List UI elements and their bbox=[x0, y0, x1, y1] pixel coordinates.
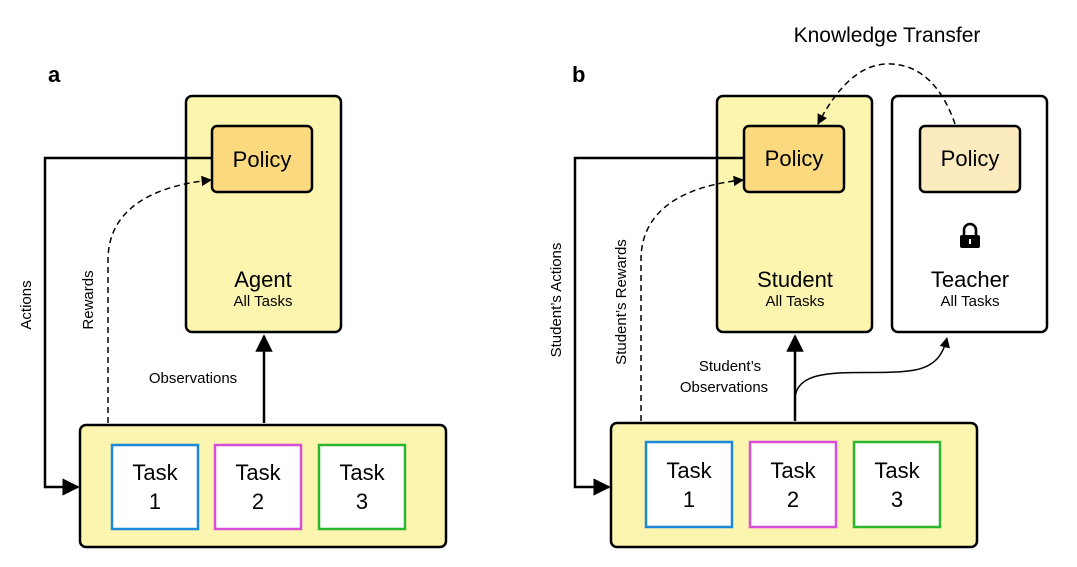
student-actions-arrow bbox=[573, 156, 744, 496]
teacher-policy-label: Policy bbox=[941, 146, 1000, 171]
panel-b-label: b bbox=[572, 62, 585, 87]
lock-icon bbox=[960, 222, 980, 248]
panel-b: b Knowledge Transfer Policy Student All … bbox=[548, 24, 1049, 549]
student-policy-label: Policy bbox=[765, 146, 824, 171]
task-3-box bbox=[852, 440, 942, 529]
actions-arrow bbox=[43, 156, 212, 496]
task-1-box bbox=[644, 440, 734, 529]
task-2-num: 2 bbox=[252, 489, 264, 514]
teacher-title: Teacher bbox=[931, 267, 1009, 292]
task-1-name: Task bbox=[132, 460, 178, 485]
actions-label: Actions bbox=[18, 280, 35, 329]
task-3-num: 3 bbox=[356, 489, 368, 514]
task-1-box bbox=[110, 443, 200, 531]
task-1-num: 1 bbox=[149, 489, 161, 514]
task-1-num: 1 bbox=[683, 487, 695, 512]
student-actions-label: Student’s Actions bbox=[548, 243, 565, 358]
panel-a: a Policy Agent All Tasks Task 1 Task 2 T… bbox=[18, 62, 448, 549]
observations-label: Observations bbox=[149, 370, 237, 387]
rewards-arrow bbox=[107, 175, 213, 423]
student-observations-label-1: Student’s bbox=[699, 358, 761, 375]
student-rewards-arrow bbox=[640, 175, 745, 421]
task-2-name: Task bbox=[235, 460, 281, 485]
task-2-box bbox=[748, 440, 838, 529]
student-rewards-label: Student’s Rewards bbox=[613, 239, 630, 365]
task-2-name: Task bbox=[770, 458, 816, 483]
teacher-policy-box bbox=[918, 124, 1022, 194]
student-title: Student bbox=[757, 267, 833, 292]
panel-a-label: a bbox=[48, 62, 61, 87]
agent-policy-label: Policy bbox=[233, 147, 292, 172]
agent-title: Agent bbox=[234, 267, 292, 292]
teacher-observations-arrow bbox=[794, 336, 950, 401]
task-3-name: Task bbox=[874, 458, 920, 483]
task-3-name: Task bbox=[339, 460, 385, 485]
teacher-subtitle: All Tasks bbox=[941, 293, 1000, 310]
knowledge-transfer-arrow bbox=[817, 63, 956, 125]
task-2-num: 2 bbox=[787, 487, 799, 512]
task-1-name: Task bbox=[666, 458, 712, 483]
agent-subtitle: All Tasks bbox=[234, 293, 293, 310]
task-3-box bbox=[317, 443, 407, 531]
rewards-label: Rewards bbox=[80, 270, 97, 329]
knowledge-transfer-label: Knowledge Transfer bbox=[794, 24, 981, 47]
task-2-box bbox=[213, 443, 303, 531]
task-3-num: 3 bbox=[891, 487, 903, 512]
student-observations-label-2: Observations bbox=[680, 379, 768, 396]
student-subtitle: All Tasks bbox=[766, 293, 825, 310]
